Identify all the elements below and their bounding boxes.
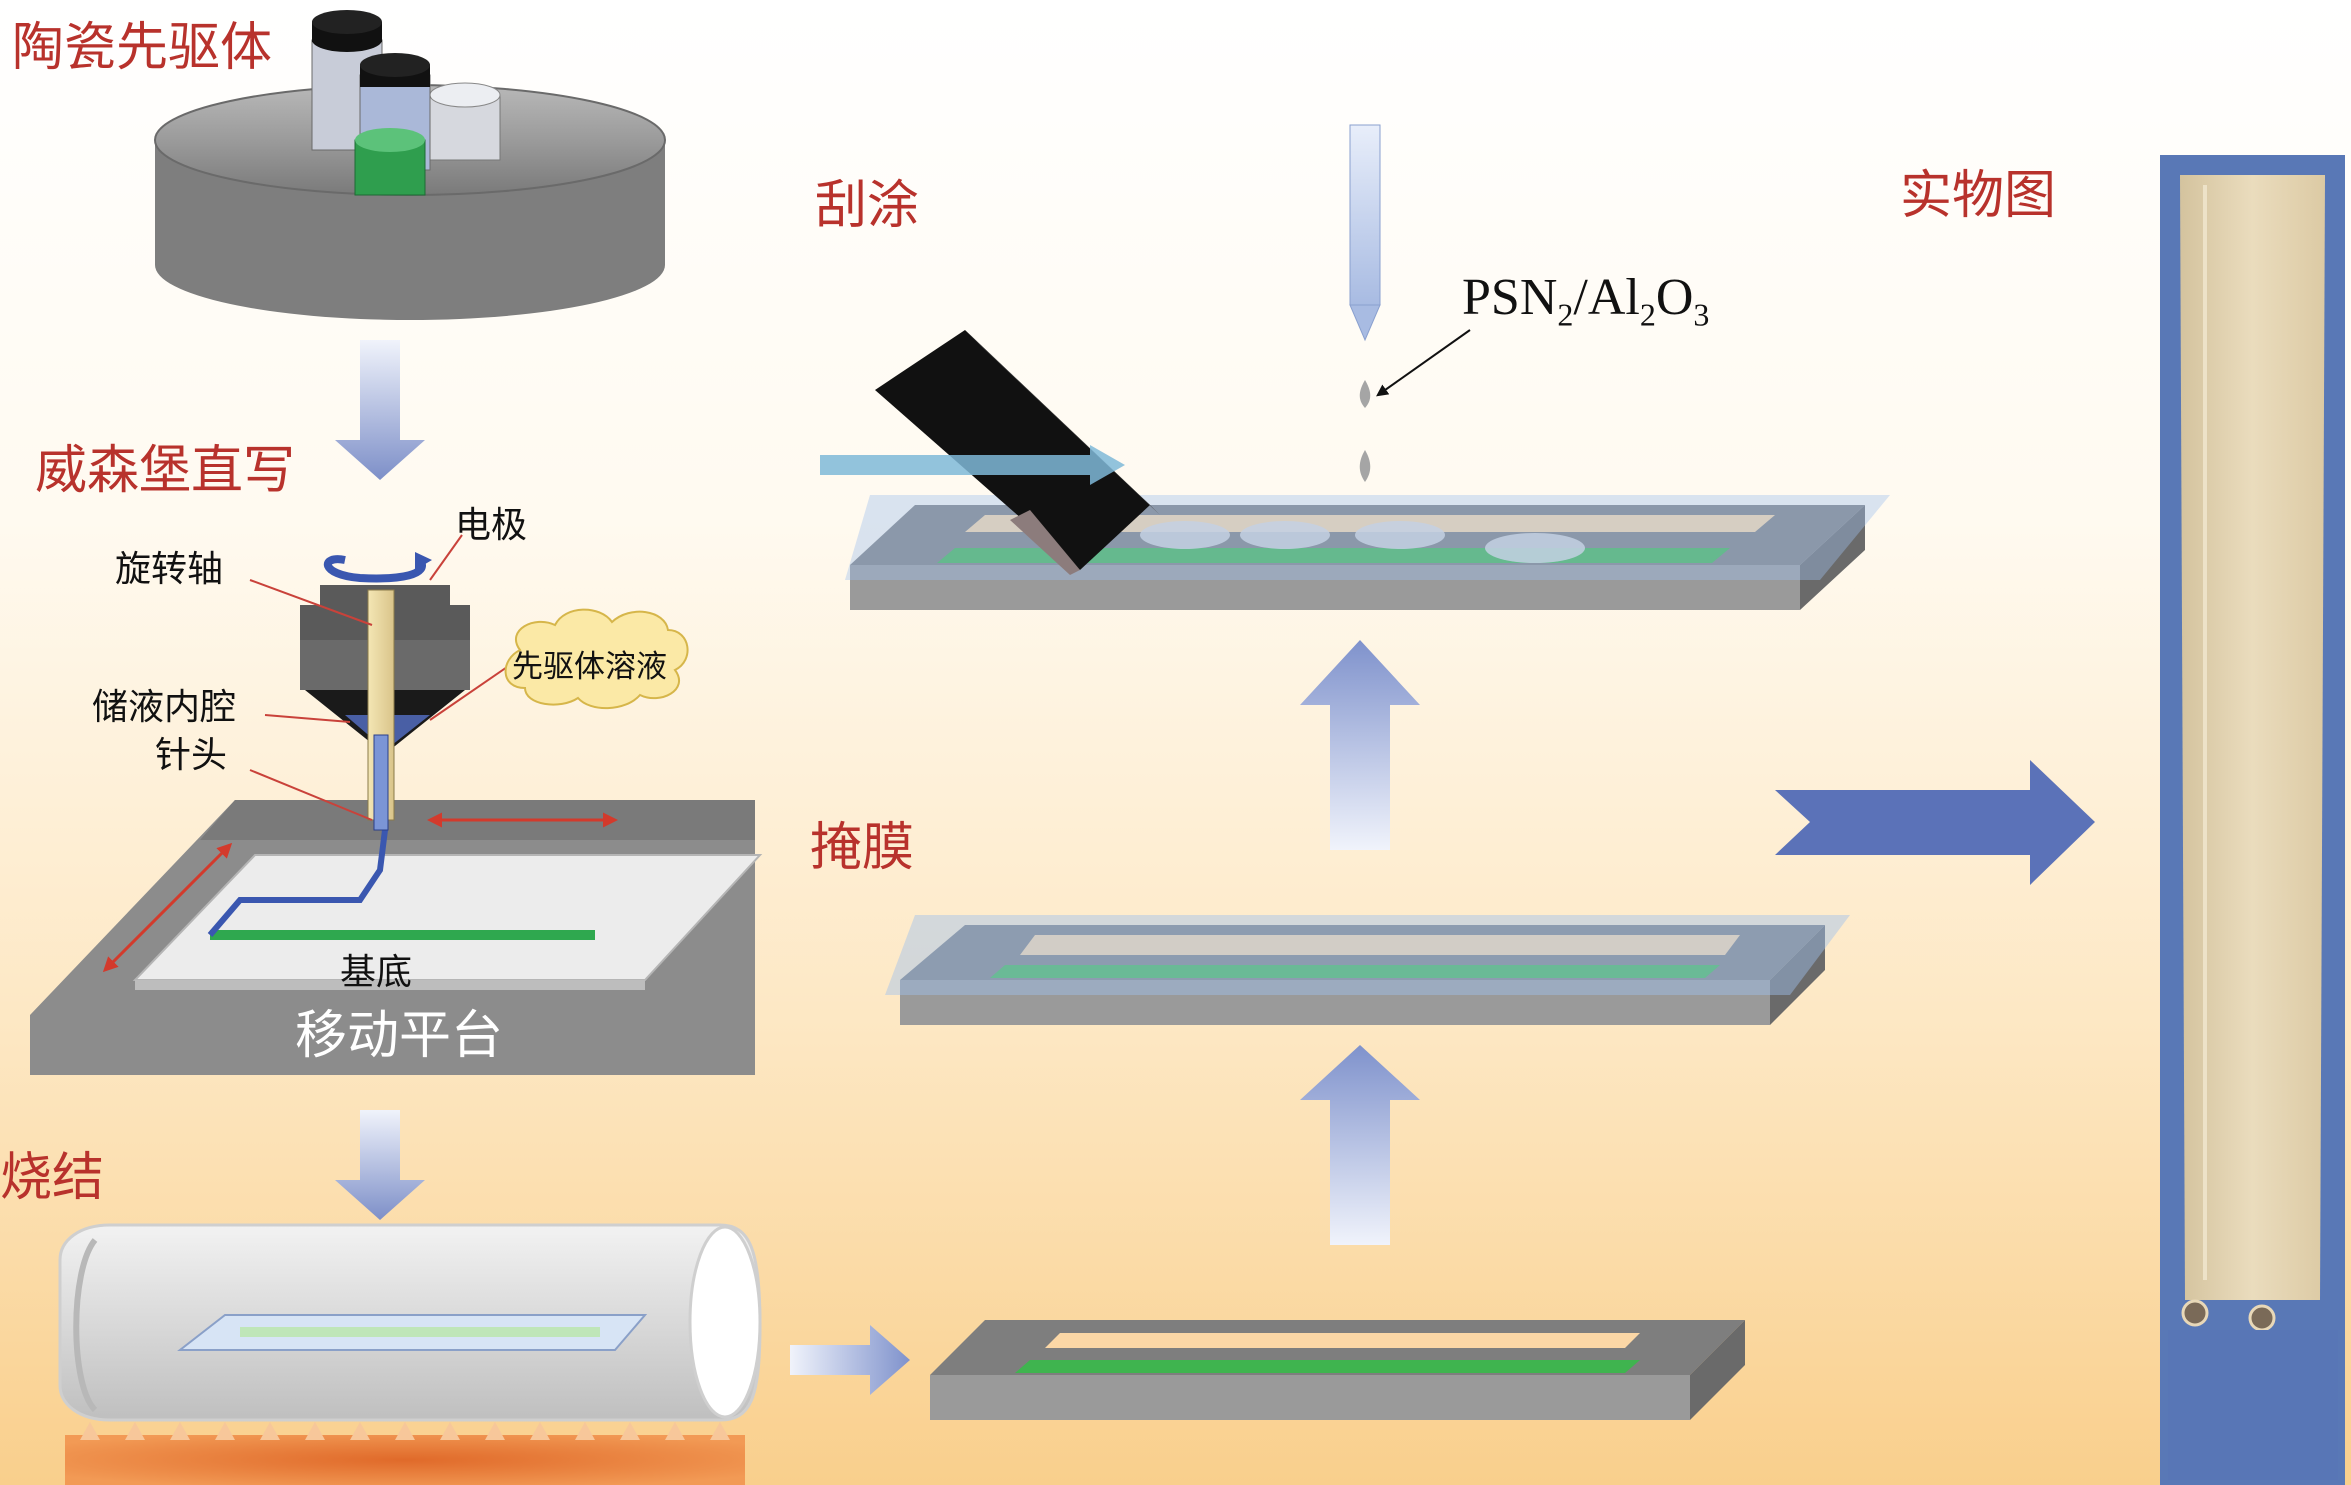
leader-lines [249, 534, 511, 821]
label-rotating-shaft: 旋转轴 [115, 549, 224, 590]
precursor-vials [311, 10, 501, 196]
label-ceramic-precursor: 陶瓷先驱体 [12, 18, 273, 78]
moving-platform [30, 800, 763, 1075]
up-arrow-lower [1300, 1045, 1420, 1245]
heater-flames [80, 1422, 730, 1440]
label-moving-platform: 移动平台 [295, 1006, 504, 1066]
substrate-bottom [930, 1320, 1745, 1420]
label-weissenberg-writing: 威森堡直写 [35, 441, 296, 501]
psn-pointer [1376, 329, 1471, 397]
blade-direction-arrow [820, 445, 1125, 485]
label-electrode: 电极 [455, 505, 528, 546]
physical-photo [2160, 155, 2345, 1485]
big-right-arrow [1775, 760, 2095, 885]
label-physical-photo: 实物图 [1900, 166, 2057, 226]
solution-cloud [504, 608, 689, 710]
label-masking: 掩膜 [810, 818, 915, 878]
right-arrow-furnace [790, 1325, 910, 1395]
label-sintering: 烧结 [0, 1148, 105, 1208]
label-precursor-solution: 先驱体溶液 [512, 649, 667, 685]
substrate-coating [845, 495, 1890, 610]
substrate-masked [885, 915, 1850, 1025]
label-psn-al2o3: PSN2/Al2O3 [1462, 269, 1710, 333]
up-arrow-upper [1300, 640, 1420, 850]
label-reservoir-chamber: 储液内腔 [92, 687, 237, 728]
dispenser-nozzle [1349, 124, 1381, 482]
label-blade-coating: 刮涂 [815, 176, 920, 236]
print-head [300, 552, 470, 831]
label-substrate: 基底 [340, 952, 413, 993]
down-arrow-2 [335, 1110, 425, 1220]
down-arrow-1 [335, 340, 425, 480]
sintering-furnace [58, 1223, 762, 1485]
label-needle: 针头 [155, 735, 228, 776]
